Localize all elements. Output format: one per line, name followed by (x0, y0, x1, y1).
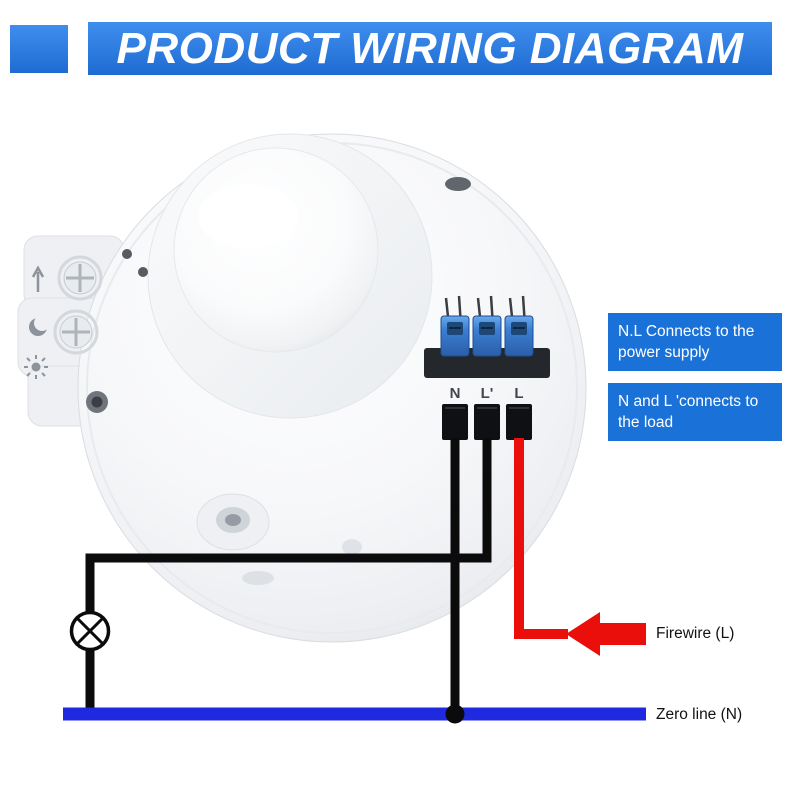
vent-hole (138, 267, 148, 277)
zero-line-label: Zero line (N) (656, 706, 743, 723)
sun-rays-icon (24, 355, 48, 379)
vent-hole (122, 249, 132, 259)
moon-icon-cutout (34, 315, 50, 331)
sensitivity-arrow-head-icon (31, 265, 45, 278)
sensor-device: N L' L (17, 133, 587, 643)
lamp-symbol (69, 610, 111, 652)
header-accent-square (10, 25, 68, 73)
wire-clamp (506, 404, 532, 440)
callout-load: N and L 'connects to the load (608, 383, 782, 441)
circuit-wiring (63, 438, 646, 724)
lamp-cross (75, 616, 105, 646)
terminal-label-n: N (450, 385, 461, 402)
load-wire-black (85, 438, 492, 613)
page-title: PRODUCT WIRING DIAGRAM (116, 23, 744, 73)
live-wire-red (514, 438, 568, 639)
adjustment-dials (53, 255, 103, 355)
small-slot (242, 571, 274, 585)
sensor-dome (173, 147, 379, 353)
firewire-label: Firewire (L) (656, 625, 735, 642)
mount-slot (445, 177, 471, 191)
terminal-label-l-prime: L' (481, 385, 494, 402)
wire-clamp (442, 404, 468, 440)
terminal-pins (444, 295, 527, 327)
firewire-arrow-icon (566, 612, 646, 656)
dial-icons (24, 265, 50, 379)
dial-slot (66, 264, 94, 292)
dome-highlight (198, 184, 298, 248)
sun-icon (31, 362, 41, 372)
cable-boss-hole (225, 514, 241, 526)
header-banner: PRODUCT WIRING DIAGRAM (88, 22, 772, 75)
dial-slot (62, 318, 90, 346)
callout-power-supply: N.L Connects to the power supply (608, 313, 782, 371)
mount-hole-center (91, 396, 103, 408)
wire-clamp (474, 404, 500, 440)
dial-ring (57, 255, 103, 301)
dial-ring (53, 309, 99, 355)
small-hole (342, 539, 362, 555)
terminal-label-l: L (514, 385, 523, 402)
terminal-block: N L' L (424, 295, 550, 440)
junction-dot (445, 704, 465, 724)
